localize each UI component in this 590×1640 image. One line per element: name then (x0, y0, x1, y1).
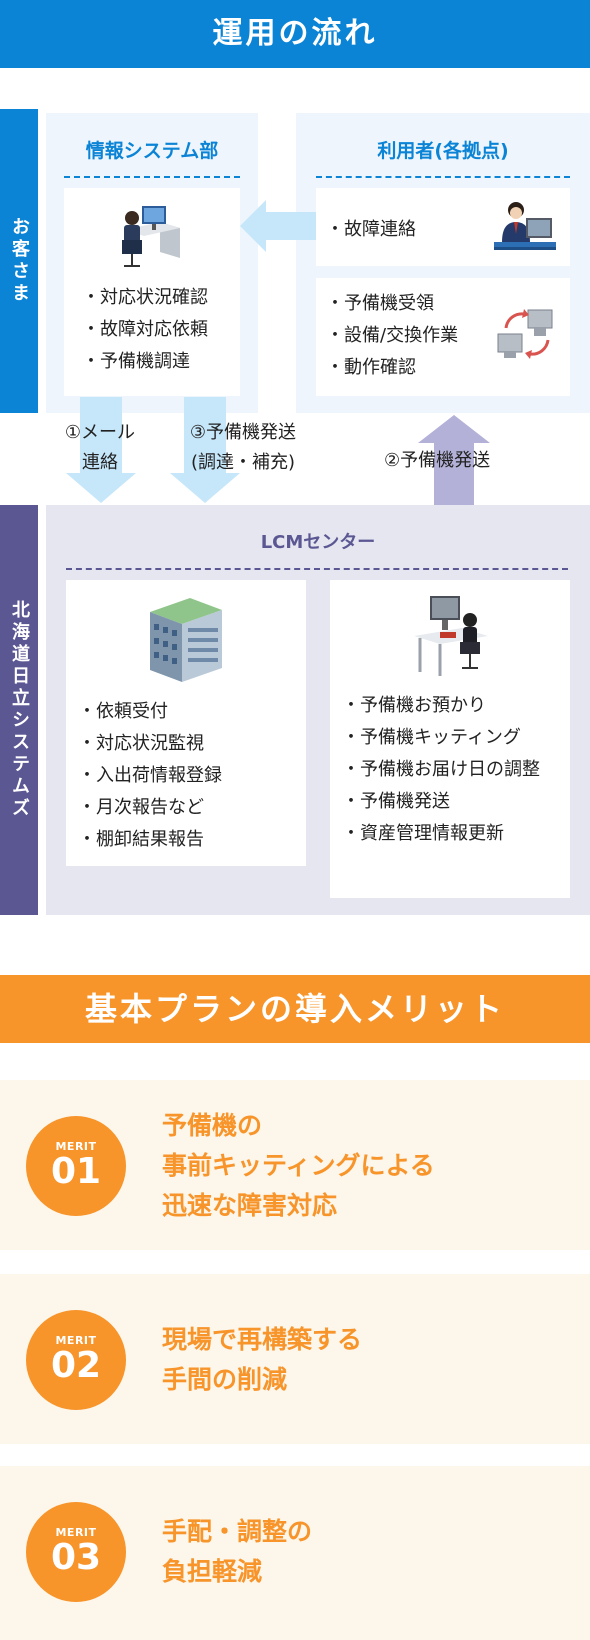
arrow-up-ship2-icon (418, 415, 490, 505)
list-item: 対応状況確認 (82, 282, 208, 314)
merit-badge-3: MERIT 03 (26, 1502, 126, 1602)
list-item: 棚卸結果報告 (78, 824, 222, 856)
arrow-left-icon (240, 200, 316, 252)
list-item: 動作確認 (326, 352, 458, 384)
arrow-label-ship2: ②予備機発送 (384, 450, 491, 471)
list-item: 故障対応依頼 (82, 314, 208, 346)
list-item: 資産管理情報更新 (342, 818, 564, 850)
businessman-pc-icon (490, 198, 560, 256)
flow-heading: 運用の流れ (0, 0, 590, 68)
list-item: 入出荷情報登録 (78, 760, 222, 792)
lcm-left-list: 依頼受付 対応状況監視 入出荷情報登録 月次報告など 棚卸結果報告 (78, 696, 222, 856)
list-item: 予備機お届け日の調整 (342, 754, 550, 786)
list-item: 対応状況監視 (78, 728, 222, 760)
lcm-right-list: 予備機お預かり 予備機キッティング 予備機お届け日の調整 予備機発送 資産管理情… (342, 690, 564, 850)
users-divider (316, 176, 570, 178)
it-dept-divider (64, 176, 240, 178)
customer-side-label: お客さま (0, 109, 38, 413)
users-contact-list: 故障連絡 (326, 214, 416, 246)
list-item: 予備機調達 (82, 346, 208, 378)
merit-badge-2: MERIT 02 (26, 1310, 126, 1410)
list-item: 予備機お預かり (342, 690, 564, 722)
it-dept-list: 対応状況確認 故障対応依頼 予備機調達 (82, 282, 208, 378)
arrow-down-mail-icon (66, 397, 136, 503)
pc-exchange-icon (494, 306, 560, 362)
it-dept-title: 情報システム部 (85, 140, 219, 162)
merit-text-3: 手配・調整の 負担軽減 (162, 1517, 313, 1586)
office-building-icon (144, 592, 228, 686)
office-worker-icon (114, 200, 190, 272)
list-item: 設備/交換作業 (326, 320, 458, 352)
list-item: 月次報告など (78, 792, 222, 824)
arrow-label-ship3: ③予備機発送 (調達・補充) (189, 422, 297, 473)
list-item: 依頼受付 (78, 696, 222, 728)
list-item: 予備機発送 (342, 786, 564, 818)
hitachi-side-label: 北海道日立システムズ (0, 505, 38, 915)
list-item: 予備機受領 (326, 288, 458, 320)
users-work-list: 予備機受領 設備/交換作業 動作確認 (326, 288, 458, 384)
lcm-title: LCMセンター (260, 532, 376, 553)
merit-text-2: 現場で再構築する 手間の削減 (162, 1325, 363, 1394)
list-item: 故障連絡 (326, 214, 416, 246)
merit-badge-1: MERIT 01 (26, 1116, 126, 1216)
arrow-down-ship3-icon (170, 397, 240, 503)
lcm-divider (66, 568, 568, 570)
merit-text-1: 予備機の 事前キッティングによる 迅速な障害対応 (162, 1111, 435, 1220)
list-item: 予備機キッティング (342, 722, 564, 754)
arrow-label-mail: ①メール 連絡 (64, 422, 136, 473)
merits-heading: 基本プランの導入メリット (0, 975, 590, 1043)
operator-desk-icon (410, 592, 494, 678)
users-title: 利用者(各拠点) (377, 140, 509, 162)
